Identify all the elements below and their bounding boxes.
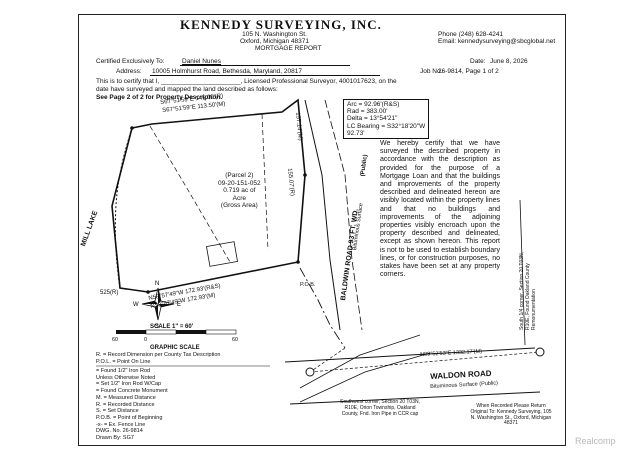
date-label: Date: [470,58,486,65]
scale-tick-right: 60 [232,337,239,343]
parcel-note: (Gross Area) [220,202,258,209]
pob-label: P.O.B. [300,282,316,288]
curve-lc-bearing: LC Bearing = S32°18'20"W [347,122,426,130]
company-name: KENNEDY SURVEYING, INC. [180,17,382,32]
address-label: Address: [116,68,142,75]
legend: = Found 1/2" Iron Rod Unless Otherwise N… [96,368,168,442]
north-arrow-icon: N E S W [133,281,181,330]
curve-data-box: Arc = 92.96'(R&S) Rad = 383.00' Delta = … [343,99,430,140]
svg-text:N: N [155,281,159,287]
address-value: 10005 Holmhurst Road, Bethesda, Maryland… [152,68,302,75]
address-line1: 105 N. Washington St. [242,31,307,38]
legend-item: = Set 1/2" Iron Rod W/Cap [96,381,162,388]
date-value: June 8, 2026 [490,58,528,65]
parcel-id: 09-20-151-052 [218,179,261,187]
certify-line1: This is to certify that I, _____________… [96,78,397,85]
legend-item: = Found Concrete Monument [96,388,168,395]
certification-text: We hereby certify that we have surveyed … [380,140,500,279]
certified-label: Certified Exclusively To: [96,58,165,65]
parcel-area: 0.719 ac of [223,187,256,194]
company-phone: Phone (248) 628-4241 [438,31,504,38]
address-underline [150,75,380,76]
scale-tick-zero: 0 [144,337,148,343]
left-distance-label: 525(R) [100,290,119,296]
south-quarter-note: South 1/4 corner, Section 20 T03N, R10E,… [519,251,537,330]
job-value: 26-9814, Page 1 of 2 [438,68,499,75]
scale-tick-left: 60 [112,337,119,343]
parcel-label: (Parcel 2) 09-20-151-052 0.719 ac of Acr… [218,172,261,210]
legend-item: M. = Measured Distance [96,394,156,401]
certified-underline [180,65,350,66]
job-label: Job No. [420,68,443,75]
company-email: Email: kennedysurveying@sbcglobal.net [438,38,556,45]
report-type: MORTGAGE REPORT [255,45,322,52]
southwest-corner-note: Southwest corner, Section 20 T03N, R10E,… [340,399,420,417]
certify-line2: date have surveyed and mapped the land d… [96,86,278,93]
graphic-scale-title: GRAPHIC SCALE [150,345,200,351]
survey-page [78,14,566,446]
company-contact: Phone (248) 628-4241 Email: kennedysurve… [438,31,555,45]
parcel-area-unit: Acre [232,194,247,202]
legend-item: DWG. No. 26-9814 [96,428,143,435]
curve-radius: Rad = 383.00' [347,108,388,116]
see-page-note: See Page 2 of 2 for Property Description… [96,94,223,101]
legend-item: P.O.B. = Point of Beginning [96,414,163,421]
legend-item: Drawn By: SG7 [96,435,134,442]
address-line2: Oxford, Michigan 48371 [240,38,310,45]
graphic-scale-bar [116,329,237,335]
svg-text:S: S [155,324,159,330]
record-dimension-note: R. = Record Dimension per County Tax Des… [96,352,221,358]
point-on-line-note: P.O.L. = Point On Line [96,359,151,365]
legend-item: -x- = Ex. Fence Line [96,421,146,428]
scale-ratio: SCALE 1" = 60' [150,324,194,330]
curve-arc: Arc = 92.96'(R&S) [347,101,400,108]
curve-lc-length: 92.73' [347,129,365,137]
parcel-title: (Parcel 2) [225,172,254,179]
company-address: 105 N. Washington St. Oxford, Michigan 4… [240,31,309,45]
curve-delta: Delta = 13°54'21" [347,115,398,123]
realcomp-watermark: Realcomp [575,436,616,446]
legend-item: R. = Recorded Distance [96,401,155,408]
legend-item: S. = Set Distance [96,408,139,415]
legend-item: = Found 1/2" Iron Rod [96,368,151,374]
svg-text:W: W [133,302,139,308]
legend-item: Unless Otherwise Noted [96,374,156,381]
certified-value: Daniel Nunes [182,58,222,65]
return-address-note: When Recorded Please Return Original To:… [470,403,552,427]
svg-text:E: E [177,302,181,308]
